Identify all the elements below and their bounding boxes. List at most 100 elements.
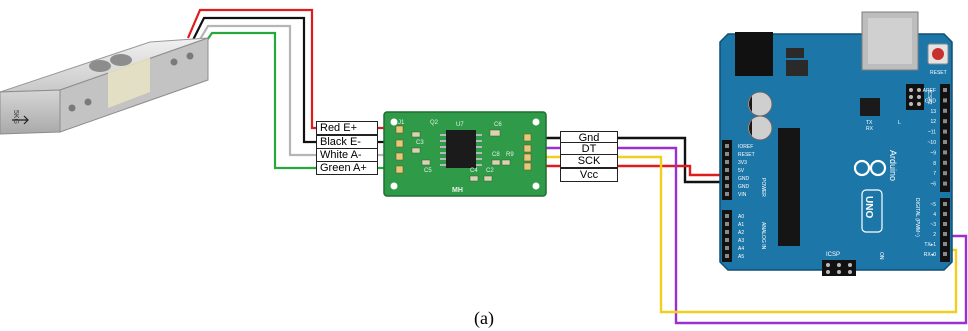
digital-pin-label: ~6 bbox=[930, 182, 936, 188]
digital-pin-label: ~11 bbox=[928, 130, 936, 136]
load-cell: 5KG bbox=[0, 37, 209, 135]
hx711-part-label-c6: C6 bbox=[494, 122, 502, 128]
digital-pin bbox=[943, 150, 947, 155]
arduino-board: RESET ICSP2 TX RX L Arduino UNO ON bbox=[719, 11, 953, 276]
power-pin bbox=[725, 160, 729, 164]
power-pin bbox=[725, 168, 729, 172]
hx711-part-label-c2: C2 bbox=[486, 168, 494, 174]
hx711-part-label-j1: J1 bbox=[398, 120, 405, 126]
power-pin-label: GND bbox=[738, 176, 750, 182]
hx711-chip bbox=[446, 130, 476, 168]
power-pin-label: IOREF bbox=[738, 144, 753, 150]
hx711-chip-label: U7 bbox=[456, 122, 464, 128]
digital-pin-label: GND bbox=[925, 98, 937, 104]
pin-labels: IOREFRESET3V35VGNDGNDVINA0A1A2A3A4A5AREF… bbox=[738, 88, 936, 260]
power-pin-label: VIN bbox=[738, 192, 747, 198]
label-black-e-minus: Black E- bbox=[316, 135, 378, 149]
icsp2-header bbox=[906, 84, 924, 110]
rx-label: RX bbox=[866, 126, 874, 132]
microcontroller bbox=[778, 128, 800, 246]
digital-pin-label: 4 bbox=[933, 212, 936, 218]
analog-header-label: ANALOG IN bbox=[760, 222, 766, 250]
digital-pin bbox=[943, 252, 947, 256]
digital-pin bbox=[943, 232, 947, 236]
label-sck: SCK bbox=[560, 154, 618, 168]
digital-pin-label: 8 bbox=[933, 161, 936, 167]
digital-pin bbox=[943, 140, 947, 144]
power-pin bbox=[725, 152, 729, 156]
digital-pin-label: RX◂0 bbox=[924, 252, 936, 258]
uno-badge bbox=[861, 189, 883, 233]
power-pin-label: 3V3 bbox=[738, 160, 747, 166]
load-cell-stamp: 5KG bbox=[12, 110, 19, 124]
arduino-brand: Arduino bbox=[888, 150, 898, 181]
analog-pin-label: A4 bbox=[738, 246, 744, 252]
reset-label: RESET bbox=[930, 70, 947, 76]
arduino-logo bbox=[853, 159, 887, 177]
digital-pin-label: 7 bbox=[933, 171, 936, 177]
hx711-part-label-c8: C8 bbox=[492, 152, 500, 158]
power-pin-label: GND bbox=[738, 184, 750, 190]
power-pin bbox=[725, 192, 729, 196]
analog-pin-label: A1 bbox=[738, 222, 744, 228]
hx711-part-label-c4: C4 bbox=[470, 168, 478, 174]
analog-pin-label: A0 bbox=[738, 214, 744, 220]
digital-pin bbox=[943, 108, 947, 113]
digital-pin bbox=[943, 160, 947, 165]
digital-header-strip-bottom bbox=[940, 198, 950, 262]
analog-pin-label: A2 bbox=[738, 230, 744, 236]
label-red-e-plus: Red E+ bbox=[316, 121, 378, 135]
capacitor-2 bbox=[747, 115, 773, 141]
digital-pin-label: ~3 bbox=[930, 222, 936, 228]
digital-pin bbox=[943, 222, 947, 226]
digital-pin bbox=[943, 98, 947, 103]
analog-pin bbox=[725, 246, 729, 250]
label-green-a-plus: Green A+ bbox=[316, 161, 378, 175]
digital-pin-label: ~5 bbox=[930, 202, 936, 208]
digital-pin-label: 2 bbox=[933, 232, 936, 238]
l-led-label: L bbox=[898, 120, 901, 126]
header-pins bbox=[725, 88, 947, 258]
hx711-part-label-q2: Q2 bbox=[430, 120, 439, 126]
hx711-board: U7 J1 Q2 C6 C3 R9 C8 C5 C4 C2 MH bbox=[383, 111, 547, 197]
on-led-label: ON bbox=[878, 252, 884, 260]
hx711-part-label-c5: C5 bbox=[424, 168, 432, 174]
digital-pin bbox=[943, 129, 947, 134]
digital-pin-label: TX▸1 bbox=[924, 242, 936, 248]
icsp-label: ICSP bbox=[826, 252, 840, 258]
analog-pin bbox=[725, 254, 729, 258]
wire-sck bbox=[530, 155, 958, 314]
digital-pin bbox=[943, 212, 947, 216]
digital-pin bbox=[943, 181, 947, 186]
digital-pin bbox=[943, 242, 947, 246]
analog-pin bbox=[725, 238, 729, 242]
analog-header-strip bbox=[722, 210, 732, 262]
digital-pin-label: ~9 bbox=[930, 150, 936, 156]
digital-pin bbox=[943, 171, 947, 176]
power-pin bbox=[725, 184, 729, 188]
hx711-part-label-r9: R9 bbox=[506, 152, 514, 158]
wire-dt bbox=[530, 146, 968, 325]
analog-pin-label: A5 bbox=[738, 254, 744, 260]
digital-pin-label: 13 bbox=[930, 109, 936, 115]
digital-header-strip-top bbox=[940, 84, 950, 192]
analog-pin-label: A3 bbox=[738, 238, 744, 244]
digital-pin bbox=[943, 202, 947, 206]
digital-pin-label: ~10 bbox=[928, 140, 937, 146]
hx711-maker-label: MH bbox=[452, 187, 463, 194]
tx-label: TX bbox=[866, 120, 873, 126]
arduino-model: UNO bbox=[863, 196, 874, 218]
analog-pin bbox=[725, 214, 729, 218]
figure-caption: (a) bbox=[474, 308, 494, 328]
power-pin bbox=[725, 144, 729, 148]
analog-pin bbox=[725, 230, 729, 234]
power-pin-label: 5V bbox=[738, 168, 745, 174]
power-pin bbox=[725, 176, 729, 180]
icsp2-label: ICSP2 bbox=[926, 90, 932, 105]
icsp-header bbox=[822, 260, 856, 276]
hx711-part-label-c3: C3 bbox=[416, 140, 424, 146]
digital-header-label: DIGITAL (PWM~) bbox=[914, 198, 920, 237]
digital-pin bbox=[943, 88, 947, 92]
analog-pin bbox=[725, 222, 729, 226]
